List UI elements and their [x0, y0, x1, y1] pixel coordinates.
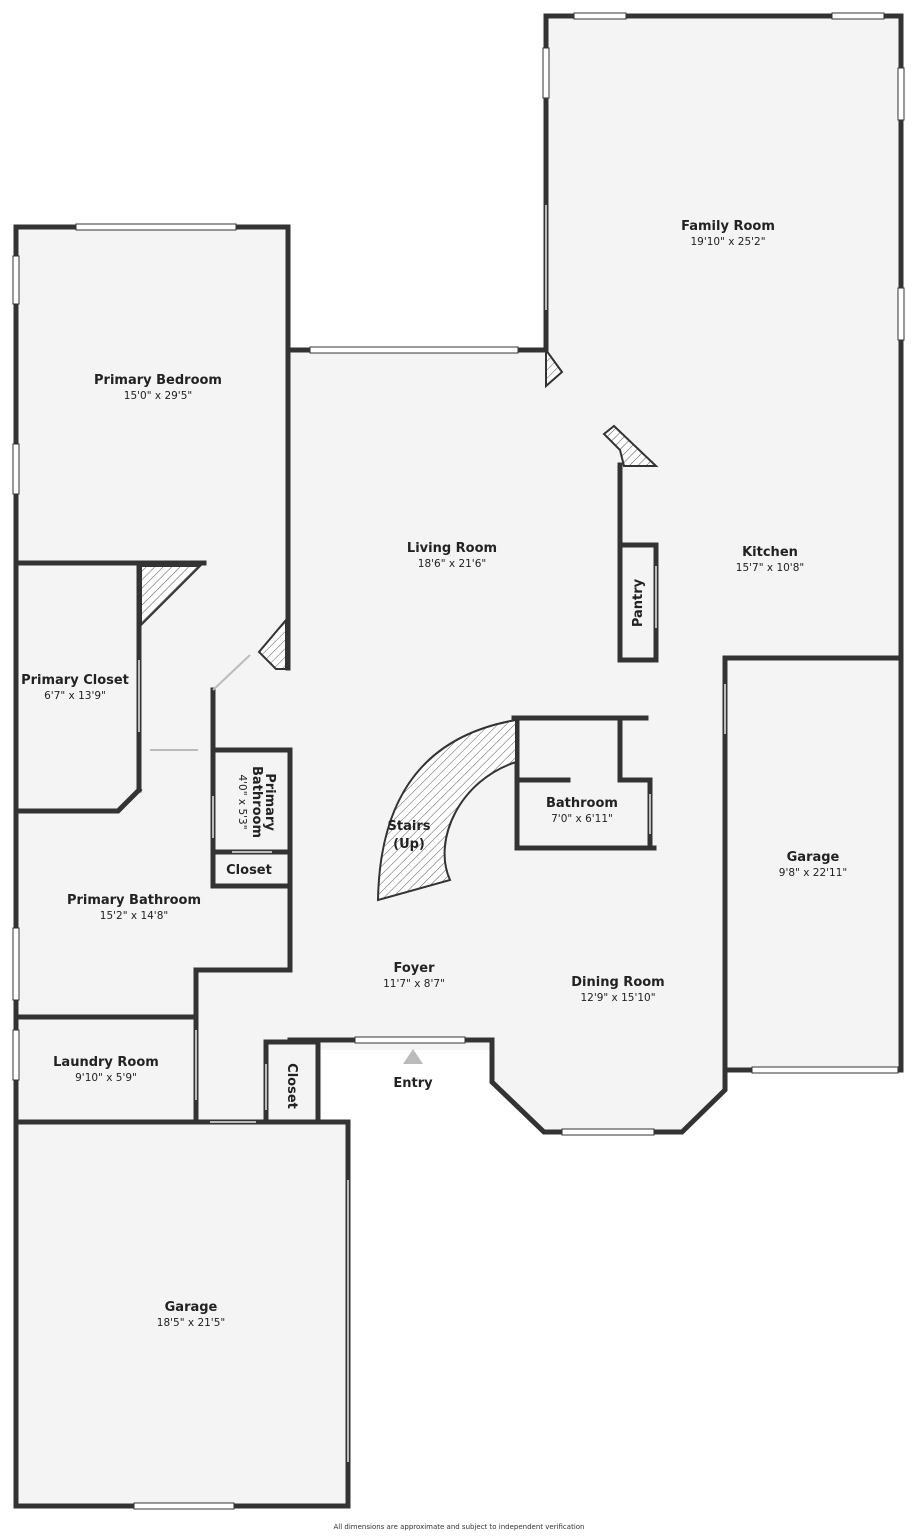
- entry-arrow-icon: [403, 1049, 423, 1064]
- laundry-room-dims: 9'10" x 5'9": [75, 1072, 137, 1084]
- primary-bathroom-small-line2: Bathroom: [249, 766, 264, 838]
- disclaimer-text: All dimensions are approximate and subje…: [333, 1523, 585, 1531]
- bedroom-corner-fixture: [257, 617, 287, 670]
- entry-name: Entry: [393, 1076, 433, 1091]
- primary-bathroom-small-label: Primary Bathroom 4'0" x 5'3": [236, 766, 277, 838]
- garage-left-name: Garage: [165, 1300, 218, 1315]
- dining-room-dims: 12'9" x 15'10": [580, 992, 655, 1004]
- kitchen-name: Kitchen: [742, 545, 798, 560]
- primary-bathroom-name: Primary Bathroom: [67, 893, 201, 908]
- primary-bathroom-dims: 15'2" x 14'8": [100, 910, 168, 922]
- closet-corner-fixture: [140, 565, 203, 628]
- kitchen-dims: 15'7" x 10'8": [736, 562, 804, 574]
- family-room-name: Family Room: [681, 219, 775, 234]
- family-room-dims: 19'10" x 25'2": [690, 236, 765, 248]
- door-openings: [138, 205, 726, 1462]
- fixtures: [140, 346, 659, 902]
- primary-bedroom-name: Primary Bedroom: [94, 373, 222, 388]
- curved-staircase: [376, 718, 517, 902]
- stairs-name-line2: (Up): [393, 837, 425, 852]
- windows: [12, 12, 905, 1510]
- foyer-name: Foyer: [394, 961, 436, 976]
- primary-bath-closet-name: Closet: [226, 863, 272, 878]
- foyer-dims: 11'7" x 8'7": [383, 978, 445, 990]
- garage-right-dims: 9'8" x 22'11": [779, 867, 847, 879]
- primary-bedroom-dims: 15'0" x 29'5": [124, 390, 192, 402]
- bathroom-dims: 7'0" x 6'11": [551, 813, 613, 825]
- laundry-room-name: Laundry Room: [53, 1055, 159, 1070]
- room-labels: Family Room 19'10" x 25'2" Primary Bedro…: [21, 219, 847, 1329]
- kitchen-pillar: [602, 424, 659, 467]
- dining-room-name: Dining Room: [571, 975, 664, 990]
- garage-left-dims: 18'5" x 21'5": [157, 1317, 225, 1329]
- stairs-name-line1: Stairs: [388, 819, 431, 834]
- family-room-pillar: [545, 346, 564, 389]
- primary-bathroom-small-line1: Primary: [262, 773, 277, 831]
- primary-bathroom-small-dims: 4'0" x 5'3": [236, 774, 248, 829]
- entry-closet-name: Closet: [284, 1063, 299, 1109]
- primary-closet-dims: 6'7" x 13'9": [44, 690, 106, 702]
- primary-closet-name: Primary Closet: [21, 673, 129, 688]
- living-room-name: Living Room: [407, 541, 497, 556]
- living-room-dims: 18'6" x 21'6": [418, 558, 486, 570]
- pantry-name: Pantry: [631, 578, 646, 627]
- bathroom-name: Bathroom: [546, 796, 618, 811]
- garage-right-name: Garage: [787, 850, 840, 865]
